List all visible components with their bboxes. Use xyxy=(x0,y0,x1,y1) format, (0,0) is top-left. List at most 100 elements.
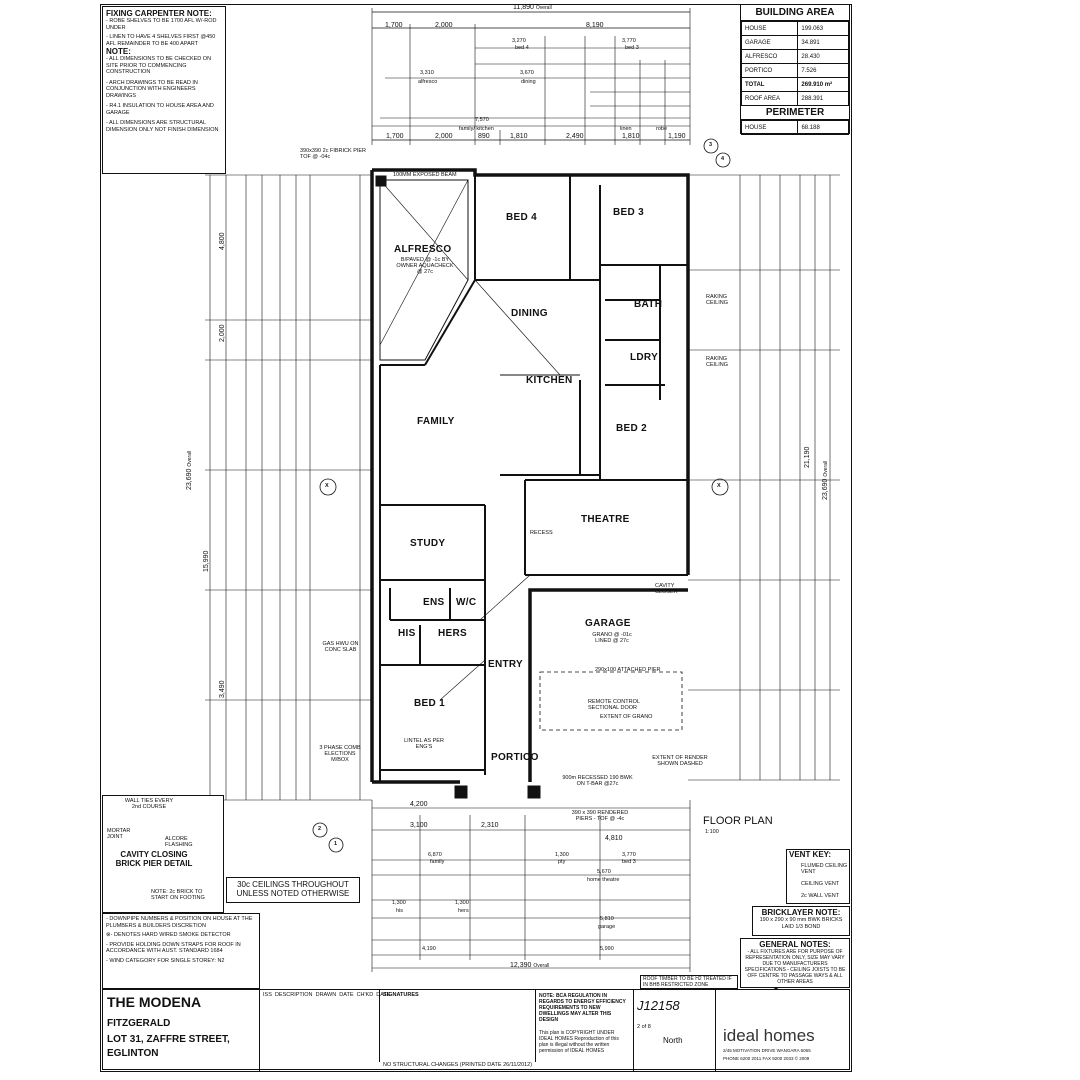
room-garage: GARAGE xyxy=(585,618,631,629)
pier-note: 390x390 2c FIBRICK PIER TOF @ -04c xyxy=(300,148,367,160)
grid-marker: 3 xyxy=(709,142,713,148)
area-label: GARAGE xyxy=(740,35,799,50)
company-phone: PHONE 6200 2011 FAX 9200 2033 © 2009 xyxy=(723,1056,810,1061)
dim-bed4: 3,270 xyxy=(512,38,526,44)
sheet-number: 2 of 8 xyxy=(637,1024,651,1030)
general-note: - ALL DIMENSIONS ARE STRUCTURAL DIMENSIO… xyxy=(106,120,219,133)
wall-ties-label: WALL TIES EVERY 2nd COURSE xyxy=(124,798,174,810)
area-label: ALFRESCO xyxy=(740,49,799,64)
brick-detail-box: WALL TIES EVERY 2nd COURSE MORTAR JOINT … xyxy=(102,795,224,913)
grid-marker: 4 xyxy=(721,156,725,162)
title-block: THE MODENA FITZGERALD LOT 31, ZAFFRE STR… xyxy=(102,989,850,1071)
mortar-label: MORTAR JOINT xyxy=(107,828,131,840)
dim-left-overall: 23,690 Overall xyxy=(186,451,193,490)
rendered-piers-note: 390 x 390 RENDERED PIERS - TOF @ -4c xyxy=(571,810,629,822)
dim-linen-label: linen xyxy=(620,126,632,132)
left-note: - DOWNPIPE NUMBERS & POSITION ON HOUSE A… xyxy=(106,916,253,929)
area-label: PORTICO xyxy=(740,63,799,78)
recessed-note: 900m RECESSED 190 BWK ON T-BAR @27c xyxy=(562,775,633,787)
room-wc: W/C xyxy=(456,597,477,608)
room-entry: ENTRY xyxy=(488,659,524,670)
room-dining: DINING xyxy=(511,308,548,319)
carpenter-note-title: FIXING CARPENTER NOTE: xyxy=(106,9,212,18)
dim-bottom: 1,300 xyxy=(392,900,406,906)
alcore-label: ALCORE FLASHING xyxy=(165,836,193,848)
grid-marker: 2 xyxy=(318,826,322,832)
area-value: 28.430 xyxy=(797,49,849,64)
room-bed1: BED 1 xyxy=(414,698,445,709)
render-note: EXTENT OF RENDER SHOWN DASHED xyxy=(652,755,708,767)
brick-detail-title: CAVITY CLOSING BRICK PIER DETAIL xyxy=(115,850,193,868)
extent-grano-note: EXTENT OF GRANO xyxy=(600,714,653,720)
dim-bed4-label: bed 4 xyxy=(515,45,529,51)
drawing-sheet xyxy=(100,4,852,1072)
room-theatre: THEATRE xyxy=(581,514,630,525)
dim-bottom: 1,300 xyxy=(555,852,569,858)
cavity-closer-note: CAVITY CLOSER xyxy=(655,583,678,595)
dim-top-b: 2,490 xyxy=(566,133,584,140)
room-bed2: BED 2 xyxy=(616,423,647,434)
room-bed3: BED 3 xyxy=(613,207,644,218)
job-number: J12158 xyxy=(637,998,680,1013)
room-study: STUDY xyxy=(410,538,446,549)
left-notes-box: - DOWNPIPE NUMBERS & POSITION ON HOUSE A… xyxy=(102,913,260,989)
bca-note: NOTE: BCA REGULATION IN REGARDS TO ENERG… xyxy=(539,993,626,1023)
building-area-title: BUILDING AREA xyxy=(741,5,849,21)
revision-header: ISS DESCRIPTION DRAWN DATE CH'KD DATE xyxy=(263,992,391,998)
general-notes-text: - ALL FIXTURES ARE FOR PURPOSE OF REPRES… xyxy=(744,949,846,985)
dim-bottom: 4,200 xyxy=(410,801,428,808)
dim-top-b: 890 xyxy=(478,133,490,140)
divider xyxy=(715,990,716,1071)
dim-label: Overall xyxy=(535,5,552,11)
dim-label: Overall xyxy=(533,963,550,969)
rev-header-cell: DESCRIPTION xyxy=(274,992,313,998)
dim-left: 15,990 xyxy=(203,550,210,572)
left-note-text: - DENOTES HARD WIRED SMOKE DETECTOR xyxy=(110,932,231,938)
raking-ceiling-note: RAKING CEILING xyxy=(706,356,729,368)
rev-header-cell: DATE xyxy=(339,992,354,998)
area-label: TOTAL xyxy=(740,77,799,92)
recess-note: RECESS xyxy=(530,530,553,536)
general-note-title: NOTE: xyxy=(106,47,131,56)
left-note: - PROVIDE HOLDING DOWN STRAPS FOR ROOF I… xyxy=(106,941,241,955)
dim-overall-bottom: 12,390 Overall xyxy=(510,962,549,969)
dim-bottom-label: hers xyxy=(458,908,469,914)
dim-bottom: 1,300 xyxy=(455,900,469,906)
dim-dining-label: dining xyxy=(521,79,536,85)
general-notes-box: GENERAL NOTES: - ALL FIXTURES ARE FOR PU… xyxy=(740,938,850,988)
divider xyxy=(535,990,536,1062)
vent-key-item: CEILING VENT xyxy=(801,881,840,887)
dim-top-b: 2,000 xyxy=(435,133,453,140)
vent-key-title: VENT KEY: xyxy=(789,850,832,859)
dim-left: 3,490 xyxy=(219,680,226,698)
dim-family: 7,570 xyxy=(475,117,489,123)
dim-top: 1,700 xyxy=(385,22,403,29)
dim-family-label: family/ kitchen xyxy=(459,126,494,132)
rev-header-cell: CH'KD xyxy=(356,992,374,998)
room-kitchen: KITCHEN xyxy=(526,375,573,386)
area-value: 34.891 xyxy=(797,35,849,50)
dim-overall-top: 11,890 Overall xyxy=(513,4,552,11)
garage-spec-note: GRANO @ -01c LINED @ 27c xyxy=(592,632,632,644)
roof-timber-box: ROOF TIMBER TO BE H2 TREATED IF IN BHB R… xyxy=(640,975,738,989)
room-alfresco: ALFRESCO xyxy=(394,244,452,255)
general-note: - ALL DIMENSIONS TO BE CHECKED ON SITE P… xyxy=(106,56,212,75)
divider xyxy=(633,990,634,1071)
dim-left: 2,000 xyxy=(219,324,226,342)
dim-bottom-label: his xyxy=(396,908,404,914)
company-address: 2/45 MOTIVATION DRIVE WANGARA 6065 xyxy=(723,1048,811,1053)
dim-bottom: 2,310 xyxy=(481,822,499,829)
perimeter-label: HOUSE xyxy=(740,120,799,135)
no-changes-note: NO STRUCTURAL CHANGES (PRINTED DATE 26/1… xyxy=(383,1062,533,1068)
bricklayer-title: BRICKLAYER NOTE: xyxy=(761,908,841,917)
carpenter-note-item: - ROBE SHELVES TO BE 1700 AFL W/-ROD UND… xyxy=(106,18,217,31)
smoke-detector-icon: ⊗ xyxy=(106,932,111,938)
ceilings-note-box: 30c CEILINGS THROUGHOUT UNLESS NOTED OTH… xyxy=(226,877,360,903)
room-ens: ENS xyxy=(423,597,445,608)
vent-key-item: 2c WALL VENT xyxy=(801,893,840,899)
dim-bottom-label: garage xyxy=(598,924,616,930)
dim-bottom: 5,670 xyxy=(597,869,611,875)
paved-note: B/PAVED @ -1c BY OWNER AQUACHECK @ 27c xyxy=(396,257,454,275)
dim-bottom-label: bed 3 xyxy=(622,859,636,865)
dim-top-b: 1,810 xyxy=(510,133,528,140)
